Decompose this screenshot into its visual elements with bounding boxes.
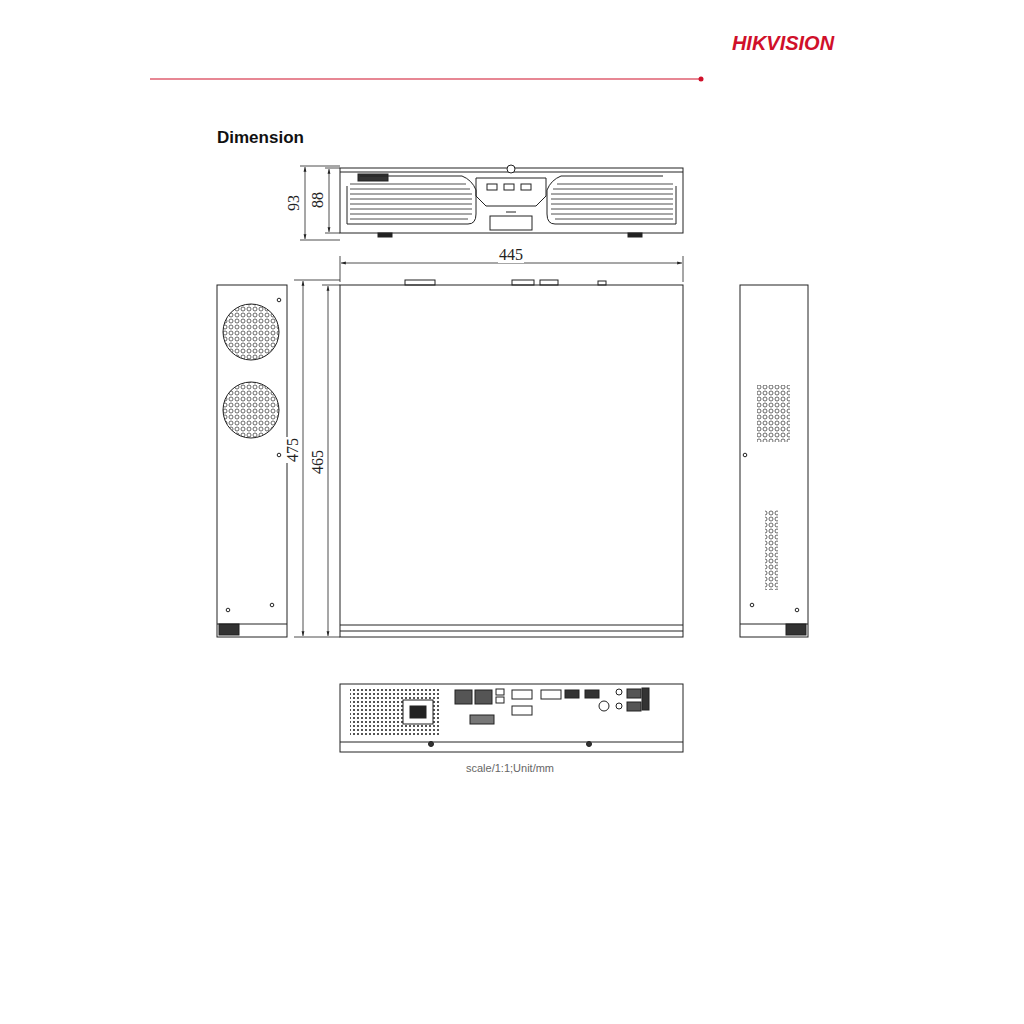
side-housing (217, 285, 287, 637)
fan (223, 304, 279, 360)
dimension-value: 475 (285, 437, 301, 463)
rule-dot (699, 77, 704, 82)
brand-logo: HIKVISION (731, 33, 835, 53)
left-grill-stripes (350, 184, 472, 219)
dimension-line (328, 286, 329, 636)
scale-caption: scale/1:1;Unit/mm (465, 763, 555, 774)
vga-port (541, 690, 561, 699)
side-latch (219, 624, 239, 635)
side-edge (740, 624, 808, 625)
top-connector (512, 280, 534, 285)
terminal-block (470, 715, 494, 724)
serial-port (512, 690, 532, 699)
esata-port (642, 688, 649, 710)
extension-line (294, 637, 340, 638)
fan (223, 382, 279, 438)
foot (378, 233, 392, 237)
psu-vent (350, 689, 440, 737)
dimension-value: 445 (498, 247, 524, 263)
top-connector (540, 280, 558, 285)
extension-line (325, 233, 340, 234)
dimension-value: 88 (310, 191, 326, 209)
screw (277, 298, 281, 302)
indicator (521, 184, 531, 190)
red-rule (150, 78, 699, 79)
dimension-value: 93 (286, 194, 302, 212)
dimension-line (305, 167, 306, 239)
network-port (627, 689, 641, 698)
network-port (627, 702, 641, 711)
top-view (340, 280, 683, 637)
front-housing (340, 168, 683, 233)
front-badge (358, 174, 388, 181)
screw (750, 603, 754, 607)
top-front-edge (340, 625, 683, 626)
foot (587, 742, 592, 747)
usb-port (496, 689, 504, 695)
power-socket-core (410, 706, 426, 718)
foot (628, 233, 642, 237)
audio-port (616, 689, 622, 695)
extension-line (300, 166, 340, 167)
screw (226, 608, 230, 612)
rear-housing (340, 684, 683, 752)
right-grill (547, 176, 676, 224)
screw (743, 453, 747, 457)
extension-line (322, 285, 340, 286)
rear-view (340, 684, 683, 752)
front-panel (476, 178, 546, 206)
header-rule (150, 77, 704, 82)
usb-port (496, 697, 504, 703)
extension-line (294, 280, 340, 281)
serial-port (512, 706, 532, 715)
top-front-edge (340, 631, 683, 632)
side-housing (740, 285, 808, 637)
audio-port (616, 703, 622, 709)
dimension-value: 465 (310, 449, 326, 475)
hdmi-port (585, 690, 599, 698)
dimension-lines (294, 166, 683, 637)
indicator (504, 184, 514, 190)
extension-line (340, 256, 341, 282)
audio-port (599, 701, 609, 711)
indicator (487, 184, 497, 190)
side-vent (765, 510, 778, 590)
hdmi-port (565, 690, 579, 698)
left-grill (347, 176, 476, 224)
side-latch (786, 624, 806, 635)
section-title: Dimension (216, 129, 305, 146)
left-side-view (217, 285, 287, 637)
dimension-line (303, 281, 304, 636)
side-edge (217, 624, 287, 625)
front-bracket (490, 216, 532, 230)
lock (507, 165, 515, 173)
dimension-line (329, 169, 330, 232)
extension-line (325, 168, 340, 169)
front-view (340, 165, 683, 237)
rear-edge (340, 742, 683, 743)
bracket-mark (506, 212, 516, 213)
power-socket (403, 700, 433, 724)
side-vent (757, 385, 790, 442)
foot (429, 742, 434, 747)
top-connector (598, 281, 606, 285)
right-side-view (740, 285, 808, 637)
network-port (475, 690, 492, 704)
top-housing (340, 285, 683, 637)
screw (795, 608, 799, 612)
network-port (455, 690, 472, 704)
screw (270, 603, 274, 607)
right-grill-stripes (551, 184, 673, 219)
top-connector (405, 280, 435, 285)
extension-line (300, 240, 340, 241)
screw (277, 453, 281, 457)
extension-line (683, 256, 684, 282)
